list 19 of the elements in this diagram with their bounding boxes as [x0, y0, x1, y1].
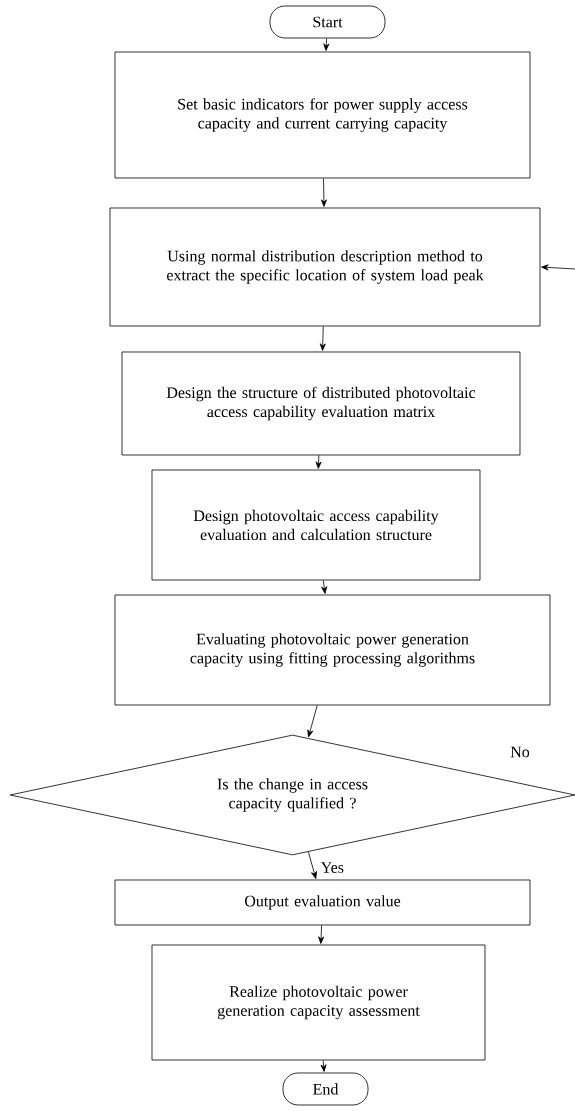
arrow	[323, 38, 330, 51]
arrow	[307, 705, 318, 738]
edge-label: Yes	[319, 861, 345, 874]
arrow	[321, 580, 328, 594]
process-box: Output evaluation value	[114, 879, 531, 926]
arrow	[320, 178, 327, 207]
arrow	[318, 925, 325, 944]
arrow	[315, 455, 322, 469]
arrow	[320, 1060, 327, 1072]
branch-label: No	[510, 746, 530, 758]
process-box: Design photovoltaic access capability evaluation and calculation structure	[151, 469, 481, 581]
process-box: Using normal distribution description method to extract the specific location of system load peak	[109, 207, 541, 327]
process-box: Set basic indicators for power supply access capacity and current carrying capacity	[114, 51, 531, 179]
arrow	[541, 264, 575, 271]
arrow	[308, 851, 317, 879]
process-box: Design the structure of distributed photovoltaic access capability evaluation matrix	[121, 351, 521, 456]
arrow	[319, 326, 326, 351]
process-box: Realize photovoltaic power generation capacity assessment	[151, 944, 486, 1061]
process-box: Evaluating photovoltaic power generation capacity using fitting processing algorithms	[114, 594, 551, 706]
